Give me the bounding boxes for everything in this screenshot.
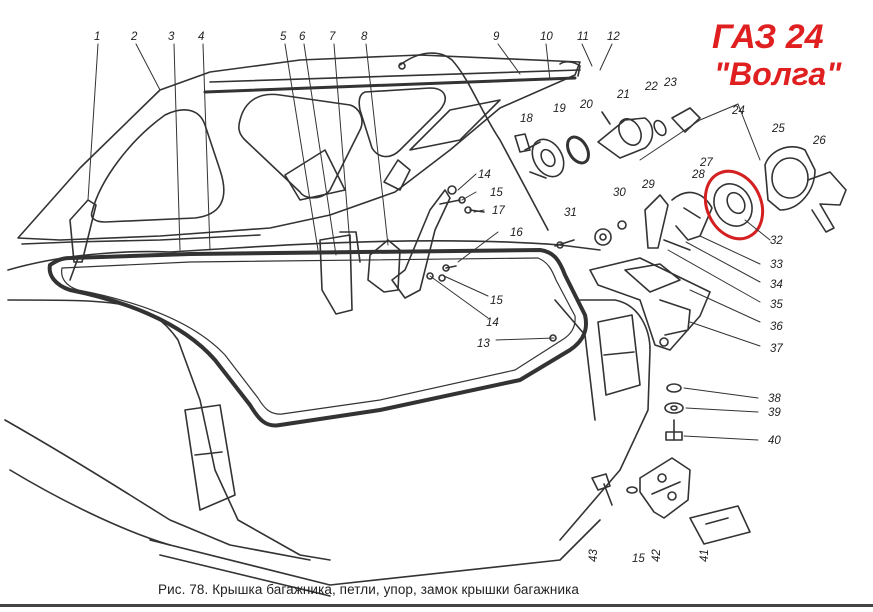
- callout-11: 11: [577, 31, 589, 43]
- callout-22: 22: [644, 81, 658, 93]
- brand-model-label: ГАЗ 24: [712, 18, 824, 56]
- callout-20: 20: [579, 99, 593, 111]
- fasteners-left: [398, 62, 557, 342]
- callout-5: 5: [280, 31, 287, 43]
- highlight-circle: [703, 169, 765, 241]
- callout-31: 31: [564, 207, 577, 219]
- callout-23: 23: [663, 77, 677, 89]
- callout-19: 19: [553, 103, 566, 115]
- callout-43: 43: [588, 549, 600, 562]
- lock-assembly-parts: [514, 107, 847, 351]
- callout-1: 1: [94, 31, 100, 43]
- callout-8: 8: [361, 31, 368, 43]
- striker-parts: [591, 383, 751, 545]
- callout-36: 36: [770, 321, 783, 333]
- callout-4: 4: [198, 31, 204, 43]
- callout-30: 30: [613, 187, 626, 199]
- callout-24: 24: [731, 105, 745, 117]
- callout-41: 41: [699, 549, 711, 562]
- car-body: [4, 239, 651, 597]
- leader-lines: [87, 43, 771, 441]
- callout-28: 28: [691, 169, 705, 181]
- callout-37: 37: [770, 343, 783, 355]
- callout-14: 14: [478, 169, 491, 181]
- callout-6: 6: [299, 31, 306, 43]
- callout-2: 2: [130, 31, 138, 43]
- callout-32: 32: [770, 235, 783, 247]
- callout-12: 12: [607, 31, 620, 43]
- trunk-opening-seal: [47, 248, 589, 428]
- callout-13: 13: [477, 338, 490, 350]
- callout-16: 16: [510, 227, 523, 239]
- callout-17: 17: [492, 205, 505, 217]
- callout-34: 34: [770, 279, 783, 291]
- callout-33: 33: [770, 259, 783, 271]
- callout-27: 27: [699, 157, 713, 169]
- callout-21: 21: [616, 89, 630, 101]
- callout-3: 3: [168, 31, 175, 43]
- callout-15-1: 15: [490, 295, 503, 307]
- callout-42: 42: [651, 549, 663, 562]
- trunk-hinges: [69, 189, 461, 315]
- callout-14-1: 14: [486, 317, 499, 329]
- callout-29: 29: [641, 179, 655, 191]
- callout-9: 9: [493, 31, 500, 43]
- callout-7: 7: [329, 31, 336, 43]
- callout-25: 25: [771, 123, 785, 135]
- callout-26: 26: [812, 135, 826, 147]
- callout-39: 39: [768, 407, 781, 419]
- callout-38: 38: [768, 393, 781, 405]
- callout-35: 35: [770, 299, 783, 311]
- callout-10: 10: [540, 31, 553, 43]
- callout-15: 15: [490, 187, 503, 199]
- bottom-border: [0, 604, 873, 607]
- callout-15-2: 15: [632, 553, 645, 565]
- brand-name-label: "Волга": [714, 56, 842, 92]
- callout-18: 18: [520, 113, 533, 125]
- figure-caption: Рис. 78. Крышка багажника, петли, упор, …: [158, 582, 580, 597]
- trunk-lid: [17, 52, 581, 245]
- callout-40: 40: [768, 435, 781, 447]
